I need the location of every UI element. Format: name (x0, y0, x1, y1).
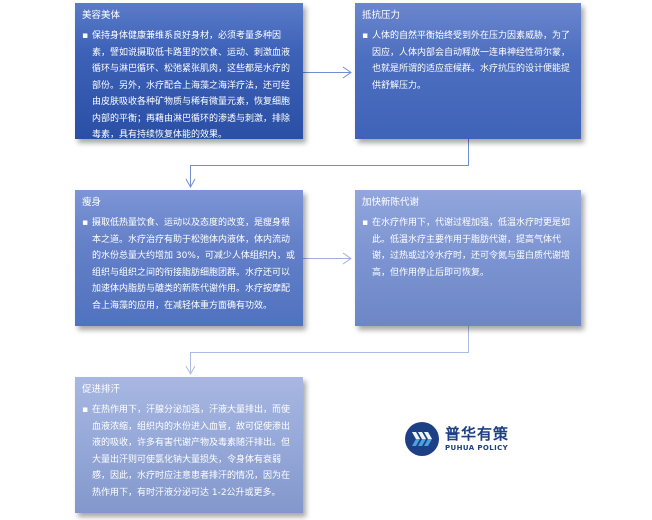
logo-name-cn: 普华有策 (445, 424, 510, 443)
box-body: ▪ 人体的自然平衡始终受到外在压力因素威胁，为了因应，人体内部会自动释放一连串神… (362, 28, 574, 94)
box-title: 美容美体 (82, 10, 121, 21)
box-sweating: 促进排汗 ▪ 在热作用下，汗腺分泌加强，汗液大量排出，而使血液浓缩，组织内的水份… (75, 377, 303, 513)
box-body-text: 人体的自然平衡始终受到外在压力因素威胁，为了因应，人体内部会自动释放一连串神经性… (372, 31, 571, 91)
logo-text: 普华有策 PUHUA POLICY (445, 424, 510, 453)
logo-name-en: PUHUA POLICY (445, 443, 509, 452)
puhua-policy-logo: 普华有策 PUHUA POLICY (405, 422, 509, 456)
box-beauty-body: 美容美体 ▪ 保持身体健康兼维系良好身材，必须考量多种因素，譬如说摄取低卡路里的… (75, 3, 303, 140)
box-slimming: 瘦身 ▪ 摄取低热量饮食、运动以及态度的改变，是瘦身根本之道。水疗治疗有助于松弛… (75, 190, 303, 326)
box-title: 加快新陈代谢 (362, 197, 420, 208)
box-body-text: 在水疗作用下，代谢过程加强，低温水疗时更是如此。低温水疗主要作用于脂肪代谢，提高… (372, 218, 571, 278)
box-body-text: 在热作用下，汗腺分泌加强，汗液大量排出，而使血液浓缩，组织内的水份进入血管，故可… (92, 405, 291, 498)
box-body: ▪ 在热作用下，汗腺分泌加强，汗液大量排出，而使血液浓缩，组织内的水份进入血管，… (82, 402, 296, 501)
chevron-arrows-logo-icon (405, 422, 439, 456)
connector-4-to-5 (185, 326, 469, 376)
box-title: 促进排汗 (82, 384, 121, 395)
bullet-icon: ▪ (362, 31, 369, 41)
bullet-icon: ▪ (362, 218, 369, 228)
box-body: ▪ 摄取低热量饮食、运动以及态度的改变，是瘦身根本之道。水疗治疗有助于松弛体内液… (82, 215, 296, 314)
box-stress-resistance: 抵抗压力 ▪ 人体的自然平衡始终受到外在压力因素威胁，为了因应，人体内部会自动释… (355, 3, 581, 139)
box-body: ▪ 保持身体健康兼维系良好身材，必须考量多种因素，譬如说摄取低卡路里的饮食、运动… (82, 28, 296, 144)
box-body: ▪ 在水疗作用下，代谢过程加强，低温水疗时更是如此。低温水疗主要作用于脂肪代谢，… (362, 215, 574, 281)
connector-2-to-3 (185, 139, 469, 189)
box-title: 抵抗压力 (362, 10, 401, 21)
box-body-text: 摄取低热量饮食、运动以及态度的改变，是瘦身根本之道。水疗治疗有助于松弛体内液体，… (92, 218, 295, 311)
bullet-icon: ▪ (82, 31, 89, 41)
bullet-icon: ▪ (82, 218, 89, 228)
connector-3-to-4 (303, 252, 352, 265)
box-body-text: 保持身体健康兼维系良好身材，必须考量多种因素，譬如说摄取低卡路里的饮食、运动、刺… (92, 31, 291, 140)
box-title: 瘦身 (82, 197, 102, 208)
box-metabolism: 加快新陈代谢 ▪ 在水疗作用下，代谢过程加强，低温水疗时更是如此。低温水疗主要作… (355, 190, 581, 326)
connector-1-to-2 (303, 66, 352, 79)
bullet-icon: ▪ (82, 405, 89, 415)
